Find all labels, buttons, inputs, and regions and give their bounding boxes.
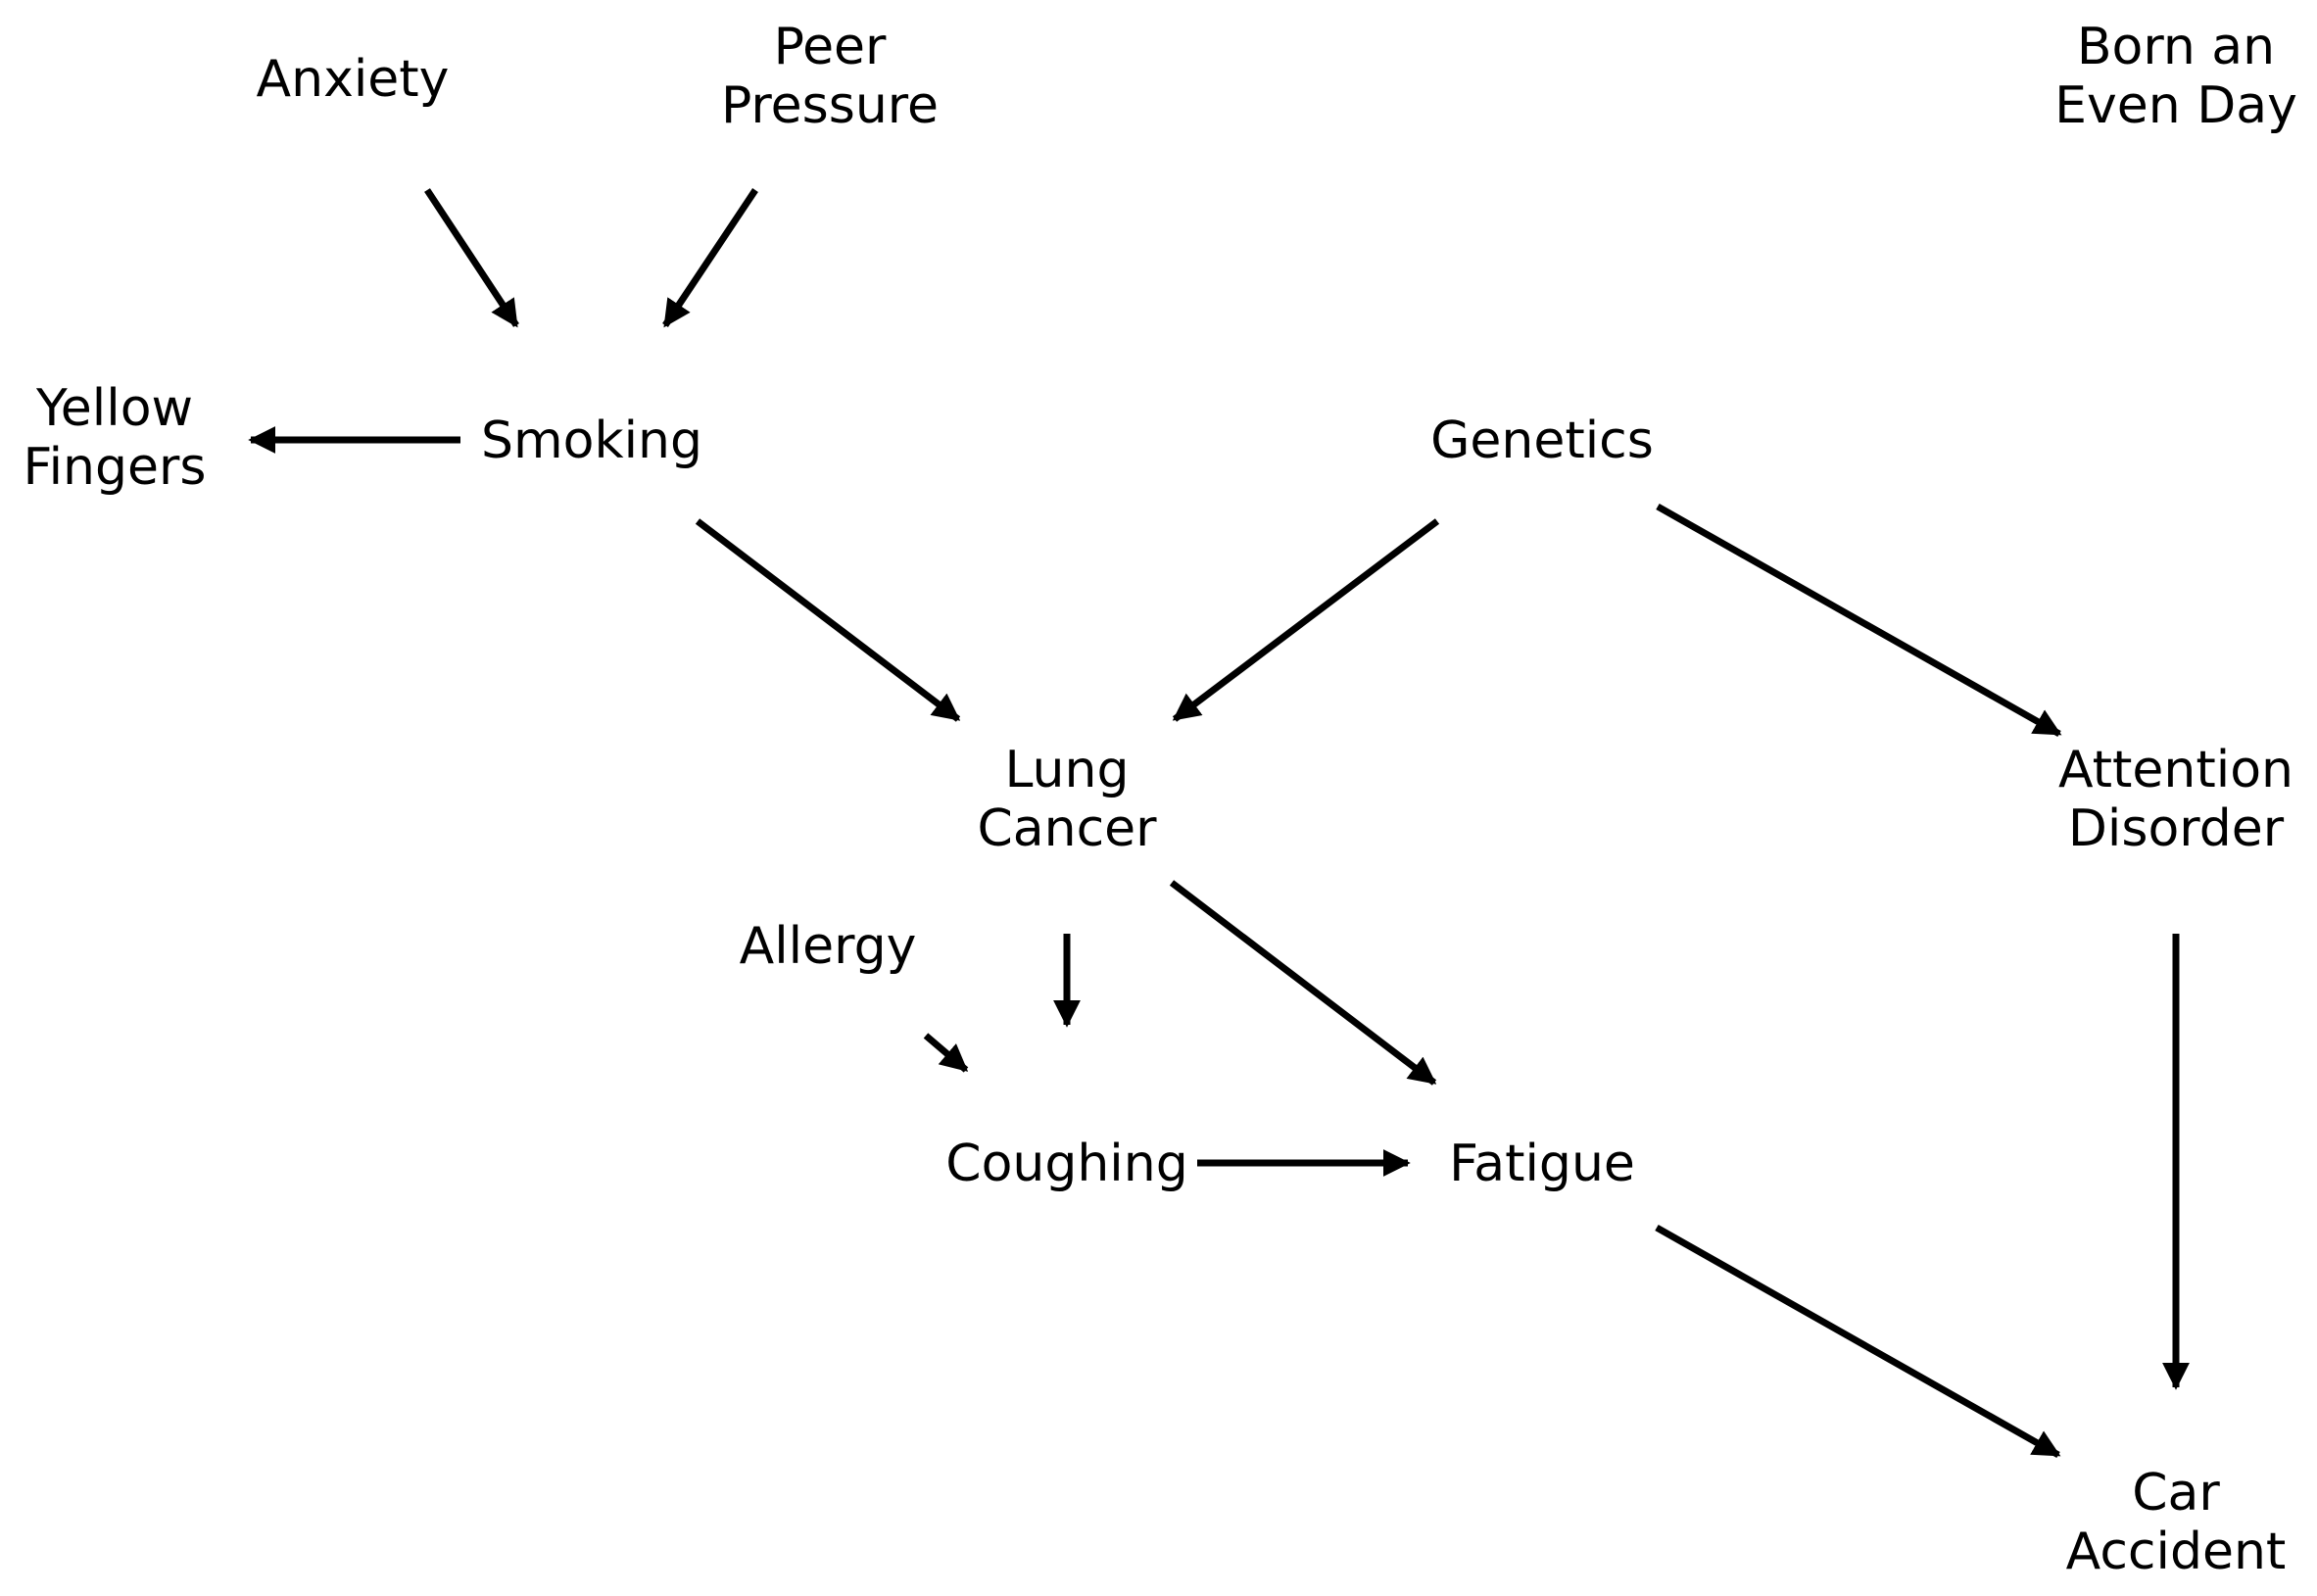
node-yellow-fingers-line-2: Fingers bbox=[23, 438, 206, 497]
node-fatigue: Fatigue bbox=[1449, 1135, 1635, 1193]
node-born-even-day-line-1: Born an bbox=[2077, 18, 2275, 76]
node-allergy-line-1: Allergy bbox=[740, 917, 917, 976]
node-peer-pressure-line-1: Peer bbox=[774, 18, 887, 76]
edge-lung-cancer-to-fatigue bbox=[1169, 880, 1437, 1086]
node-genetics-line-1: Genetics bbox=[1430, 411, 1654, 470]
node-lung-cancer-line-1: Lung bbox=[1005, 741, 1130, 799]
edge-genetics-to-lung-cancer bbox=[1172, 518, 1440, 722]
node-coughing: Coughing bbox=[945, 1135, 1187, 1193]
edge-anxiety-to-smoking bbox=[424, 188, 519, 328]
node-attention-disorder-line-1: Attention bbox=[2058, 741, 2293, 799]
node-peer-pressure-line-2: Pressure bbox=[721, 76, 939, 135]
node-attention-disorder-line-2: Disorder bbox=[2068, 799, 2285, 858]
edge-smoking-to-lung-cancer bbox=[695, 518, 961, 722]
node-anxiety: Anxiety bbox=[257, 50, 450, 109]
node-lung-cancer-line-2: Cancer bbox=[977, 799, 1157, 858]
node-allergy: Allergy bbox=[740, 917, 917, 976]
node-born-even-day-line-2: Even Day bbox=[2054, 76, 2297, 135]
edge-fatigue-to-car-accident bbox=[1655, 1224, 2061, 1459]
edge-genetics-to-attention-disorder bbox=[1656, 503, 2062, 738]
node-car-accident-line-2: Accident bbox=[2066, 1523, 2287, 1581]
node-yellow-fingers-line-1: Yellow bbox=[35, 379, 193, 438]
node-coughing-line-1: Coughing bbox=[945, 1135, 1187, 1193]
node-genetics: Genetics bbox=[1430, 411, 1654, 470]
node-smoking: Smoking bbox=[481, 411, 702, 470]
edges bbox=[248, 188, 2190, 1459]
edge-peer-pressure-to-smoking bbox=[662, 188, 758, 328]
node-smoking-line-1: Smoking bbox=[481, 411, 702, 470]
node-car-accident-line-1: Car bbox=[2132, 1464, 2220, 1523]
edge-allergy-to-coughing bbox=[923, 1033, 969, 1073]
node-fatigue-line-1: Fatigue bbox=[1449, 1135, 1635, 1193]
node-anxiety-line-1: Anxiety bbox=[257, 50, 450, 109]
